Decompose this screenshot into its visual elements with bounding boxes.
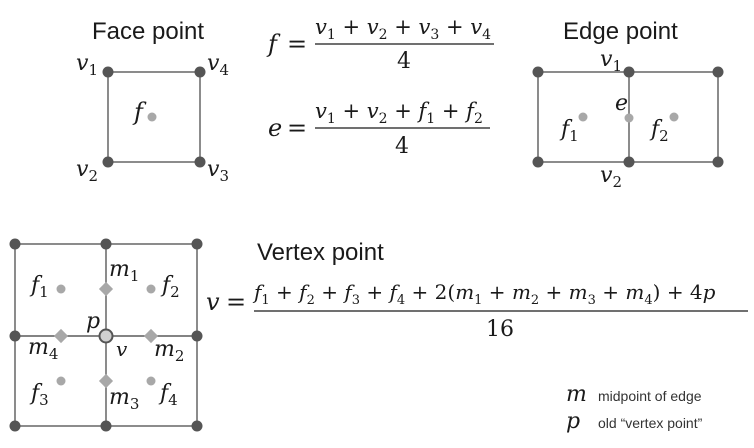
face-label-v1: v1 (76, 51, 98, 79)
vertex-formula-denominator: 16 (486, 317, 514, 342)
face-formula-lhs: f (266, 30, 281, 58)
grid-vertex (191, 420, 203, 432)
grid-vertex (191, 238, 203, 250)
grid-face-point-f2 (146, 284, 156, 294)
edge-vertex-bl (532, 156, 544, 168)
edge-formula-denominator: 4 (395, 134, 409, 159)
edge-face-point-f2 (669, 112, 679, 122)
edge-label-f1: f1 (559, 117, 579, 145)
midpoint-m4 (53, 328, 69, 344)
legend-symbol-p: p (566, 409, 580, 434)
face-label-v2: v2 (76, 157, 98, 185)
edge-vertex-tr (712, 66, 724, 78)
grid-face-point-f1 (56, 284, 66, 294)
legend-symbol-m: m (566, 382, 587, 407)
face-formula-eq: = (287, 30, 307, 58)
edge-vertex-br (712, 156, 724, 168)
edge-vertex-v2 (623, 156, 635, 168)
face-label-v3: v3 (207, 157, 229, 185)
edge-label-v1: v1 (600, 47, 622, 75)
face-vertex-v4 (194, 66, 206, 78)
edge-vertex-v1 (623, 66, 635, 78)
face-vertex-v3 (194, 156, 206, 168)
vertex-formula-lhs: v (206, 288, 220, 316)
old-vertex-point (98, 328, 114, 344)
grid-face-point-f4 (146, 376, 156, 386)
face-label-f: f (132, 98, 147, 126)
edge-formula-numerator: v1 + v2 + f1 + f2 (315, 99, 483, 127)
face-point-section: Face point v1 v4 v2 v3 f (76, 18, 229, 185)
edge-label-e: e (615, 91, 628, 116)
grid-label-m3: m3 (109, 385, 139, 413)
edge-formula-eq: = (287, 114, 307, 142)
edge-formula-lhs: e (268, 114, 282, 142)
face-label-v4: v4 (207, 51, 229, 79)
face-point-title: Face point (92, 18, 204, 45)
grid-vertex (9, 420, 21, 432)
vertex-formula: Vertex point v = f1 + f2 + f3 + f4 + 2(m… (206, 239, 748, 342)
grid-label-v: v (116, 337, 128, 361)
edge-label-v2: v2 (600, 163, 622, 191)
midpoint-m3 (98, 373, 114, 389)
edge-face-point-f1 (578, 112, 588, 122)
edge-vertex-tl (532, 66, 544, 78)
legend: m midpoint of edge p old “vertex point” (566, 382, 703, 434)
edge-point-title: Edge point (563, 18, 678, 45)
face-formula: f = v1 + v2 + v3 + v4 4 (266, 15, 494, 74)
face-square (107, 71, 201, 163)
vertex-point-section: f1 f2 f3 f4 m1 m2 m3 m4 p v (9, 238, 203, 432)
vertex-formula-numerator: f1 + f2 + f3 + f4 + 2(m1 + m2 + m3 + m4)… (252, 280, 716, 308)
face-formula-numerator: v1 + v2 + v3 + v4 (315, 15, 491, 43)
edge-point-section: Edge point v1 v2 e f1 f2 (532, 18, 724, 191)
edge-point-dot (624, 113, 634, 123)
grid-label-f4: f4 (158, 381, 178, 409)
legend-text-p: old “vertex point” (598, 415, 703, 431)
vertex-point-title: Vertex point (257, 239, 384, 266)
grid-label-p: p (86, 309, 100, 334)
grid-label-f1: f1 (29, 273, 49, 301)
face-vertex-v1 (102, 66, 114, 78)
face-point-dot (147, 112, 157, 122)
edge-label-f2: f2 (649, 117, 669, 145)
grid-face-point-f3 (56, 376, 66, 386)
grid-vertex (100, 238, 112, 250)
grid-label-f3: f3 (29, 381, 49, 409)
midpoint-m2 (143, 328, 159, 344)
edge-formula: e = v1 + v2 + f1 + f2 4 (268, 99, 490, 159)
grid-vertex (100, 420, 112, 432)
grid-label-m4: m4 (28, 335, 58, 363)
grid-vertex (191, 330, 203, 342)
grid-label-m2: m2 (154, 337, 184, 365)
grid-vertex (9, 238, 21, 250)
grid-vertex (9, 330, 21, 342)
vertex-formula-eq: = (226, 288, 246, 316)
legend-text-m: midpoint of edge (598, 388, 702, 404)
grid-label-f2: f2 (160, 273, 180, 301)
grid-label-m1: m1 (109, 257, 139, 285)
midpoint-m1 (98, 281, 114, 297)
face-vertex-v2 (102, 156, 114, 168)
face-formula-denominator: 4 (397, 49, 411, 74)
